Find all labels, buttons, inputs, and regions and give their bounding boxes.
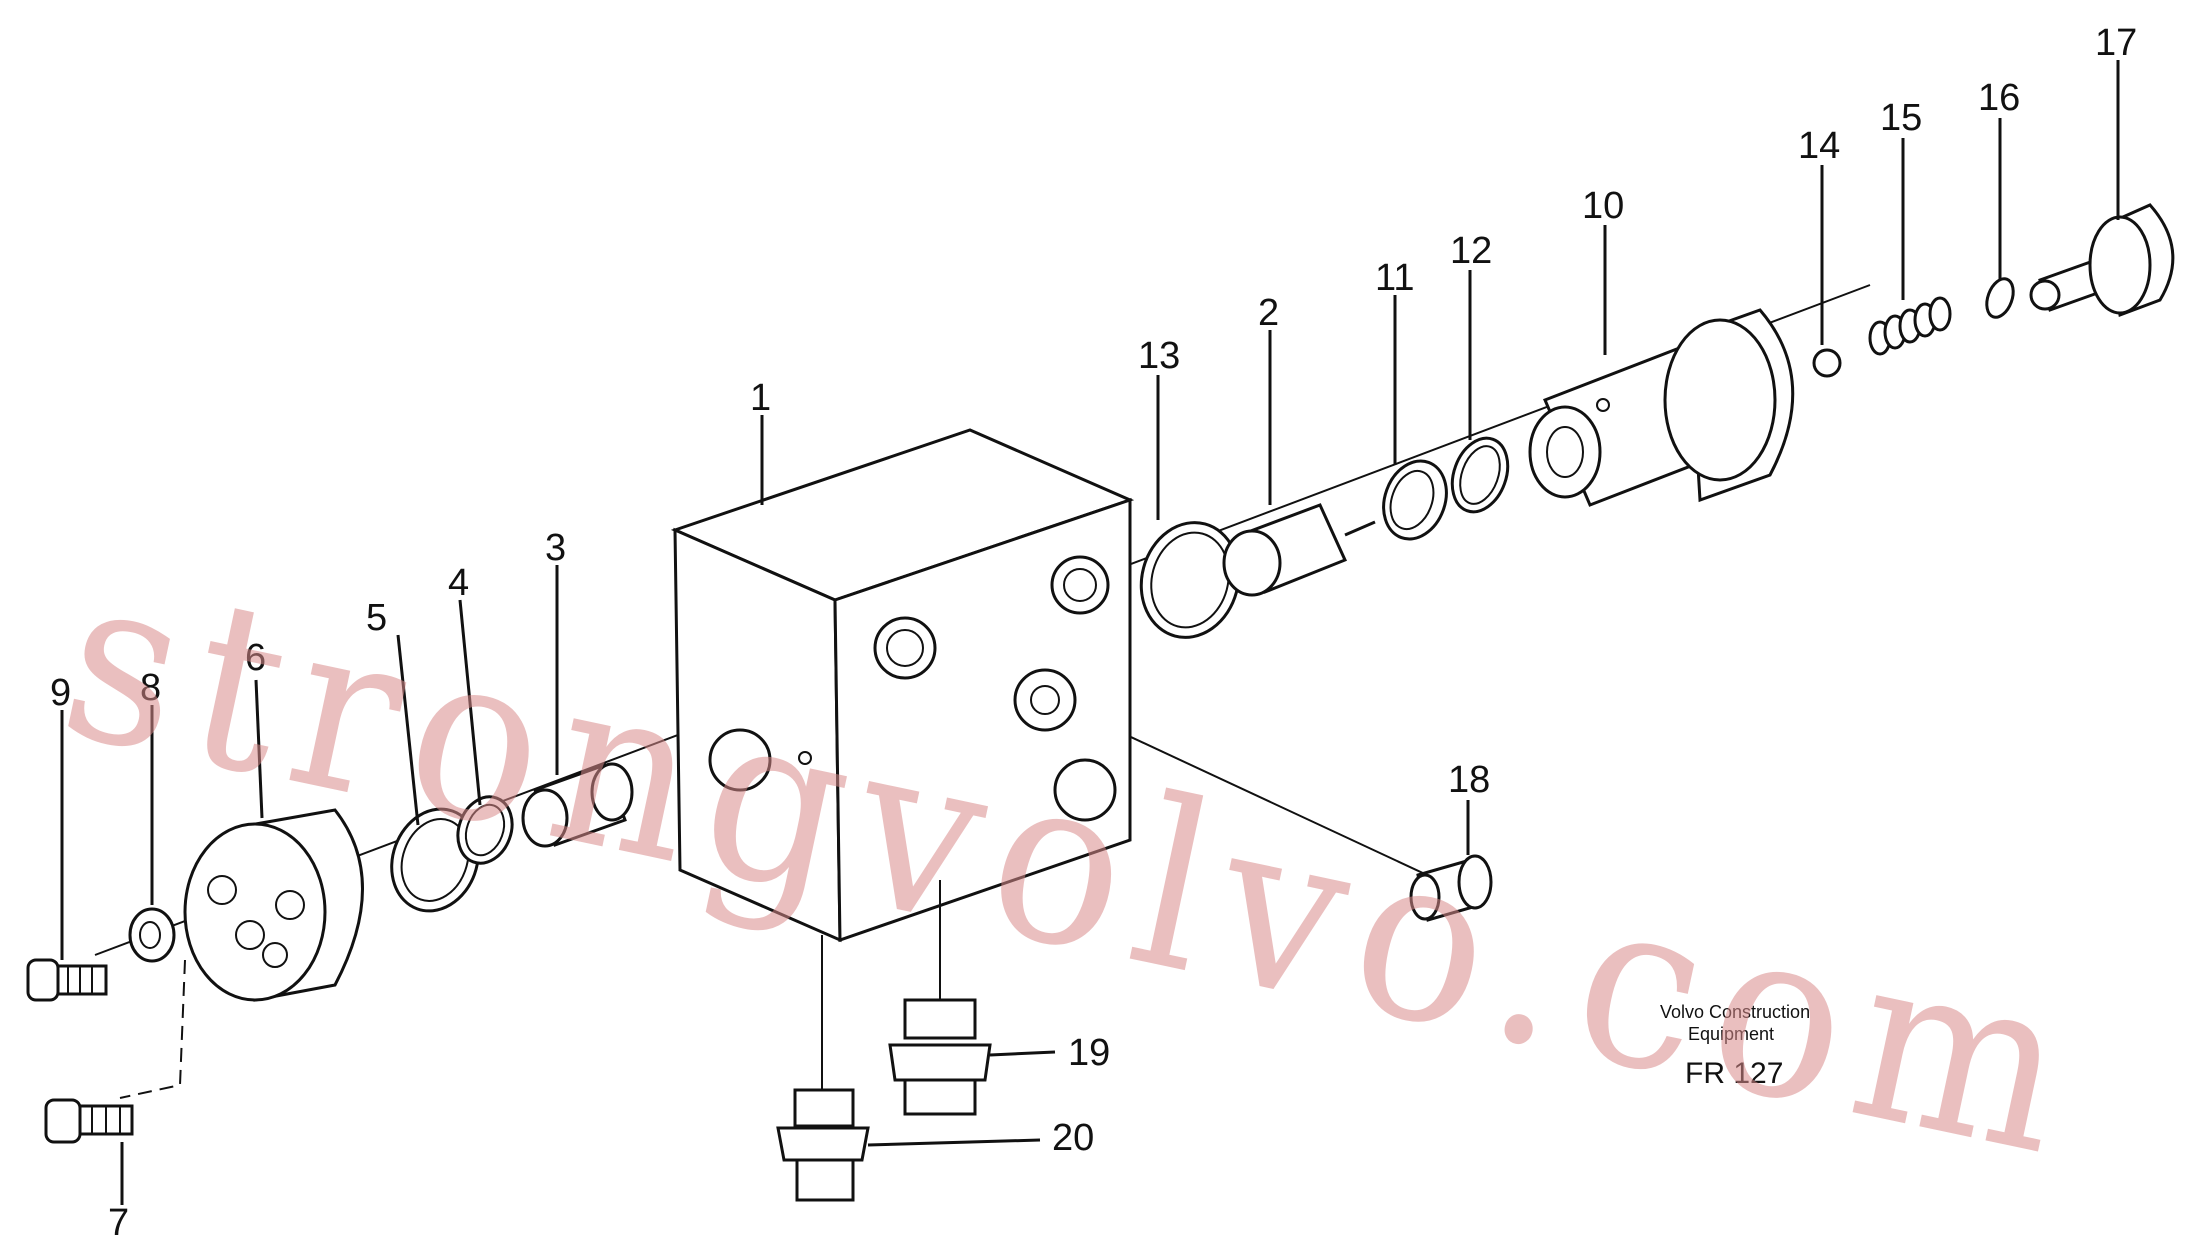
part-6-cover bbox=[183, 808, 364, 1002]
part-15-spring bbox=[1868, 296, 1952, 356]
label-19: 19 bbox=[1068, 1032, 1110, 1074]
caption-line-1: Volvo Construction bbox=[1660, 1002, 1810, 1022]
label-9: 9 bbox=[50, 672, 71, 714]
label-13: 13 bbox=[1138, 335, 1180, 377]
label-8: 8 bbox=[140, 667, 161, 709]
label-7: 7 bbox=[108, 1202, 129, 1241]
label-11: 11 bbox=[1375, 257, 1414, 299]
label-14: 14 bbox=[1798, 125, 1840, 167]
part-2-piston bbox=[1222, 503, 1376, 597]
label-10: 10 bbox=[1582, 185, 1624, 227]
part-10-valve-cartridge bbox=[1528, 308, 1795, 507]
part-7-screw bbox=[44, 1098, 134, 1144]
caption-line-2: Equipment bbox=[1688, 1024, 1774, 1044]
part-17-plug-screw bbox=[2029, 203, 2175, 318]
part-11-seal-ring bbox=[1382, 459, 1448, 541]
part-4-seal-ring bbox=[456, 795, 514, 865]
part-1-valve-block bbox=[670, 428, 1135, 943]
part-9-screw bbox=[26, 958, 108, 1002]
label-4: 4 bbox=[448, 562, 469, 604]
part-number-labels: 1 2 3 4 5 6 7 8 9 10 11 12 13 14 15 16 1… bbox=[50, 22, 2137, 1241]
label-17: 17 bbox=[2095, 22, 2137, 64]
part-12-seal-ring bbox=[1450, 436, 1510, 514]
label-3: 3 bbox=[545, 527, 566, 569]
label-1: 1 bbox=[750, 377, 771, 419]
label-2: 2 bbox=[1258, 292, 1279, 334]
caption-code: FR 127 bbox=[1685, 1057, 1783, 1090]
label-12: 12 bbox=[1450, 230, 1492, 272]
diagram-caption: Volvo Construction Equipment FR 127 bbox=[1660, 1002, 1810, 1090]
part-8-washer bbox=[128, 907, 176, 963]
label-20: 20 bbox=[1052, 1117, 1094, 1159]
label-16: 16 bbox=[1978, 77, 2020, 119]
part-18-fitting bbox=[1409, 854, 1493, 922]
part-16-seal-ring bbox=[1985, 277, 2015, 319]
label-5: 5 bbox=[366, 597, 387, 639]
label-6: 6 bbox=[245, 637, 266, 679]
part-3-plug bbox=[521, 762, 634, 848]
part-13-seal-ring bbox=[1139, 521, 1241, 639]
part-20-fitting bbox=[776, 935, 870, 1202]
label-15: 15 bbox=[1880, 97, 1922, 139]
label-18: 18 bbox=[1448, 759, 1490, 801]
leader-lines bbox=[60, 60, 2120, 1205]
part-19-fitting bbox=[888, 880, 992, 1116]
part-14-ball bbox=[1812, 348, 1842, 378]
